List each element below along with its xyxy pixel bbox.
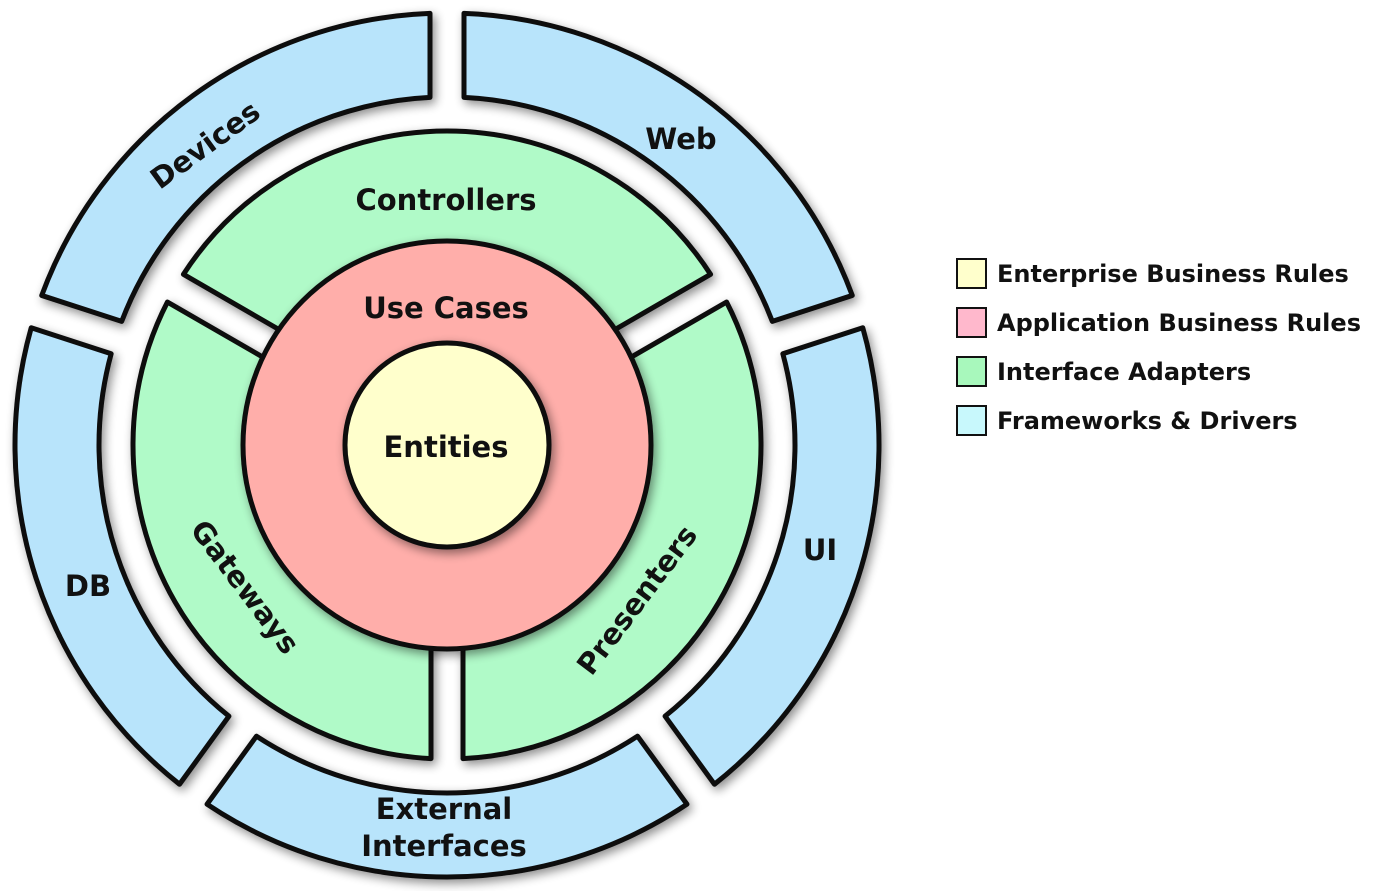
legend-swatch-application bbox=[956, 307, 987, 338]
db-label: DB bbox=[65, 569, 111, 603]
web-label: Web bbox=[645, 122, 716, 156]
external-interfaces-segment bbox=[204, 733, 690, 880]
legend-item-application-business-rules: Application Business Rules bbox=[956, 298, 1361, 347]
entities-circle bbox=[342, 340, 552, 550]
frameworks-drivers-ring bbox=[12, 10, 882, 880]
legend-swatch-frameworks bbox=[956, 405, 987, 436]
legend-label-application: Application Business Rules bbox=[997, 308, 1361, 337]
legend: Enterprise Business Rules Application Bu… bbox=[956, 249, 1361, 445]
controllers-label: Controllers bbox=[355, 183, 536, 217]
entities-label: Entities bbox=[384, 430, 509, 464]
interface-adapters-ring bbox=[130, 128, 764, 762]
legend-label-enterprise: Enterprise Business Rules bbox=[997, 259, 1349, 288]
legend-item-interface-adapters: Interface Adapters bbox=[956, 347, 1361, 396]
web-segment bbox=[461, 10, 855, 324]
external-interfaces-label-line2: Interfaces bbox=[361, 829, 527, 863]
devices-segment bbox=[39, 10, 433, 324]
external-interfaces-label-line1: External bbox=[376, 792, 513, 826]
legend-swatch-adapters bbox=[956, 356, 987, 387]
legend-label-adapters: Interface Adapters bbox=[997, 357, 1252, 386]
ui-segment bbox=[662, 325, 882, 787]
legend-label-frameworks: Frameworks & Drivers bbox=[997, 406, 1298, 435]
ui-label: UI bbox=[803, 533, 837, 567]
use-cases-label: Use Cases bbox=[363, 291, 529, 325]
legend-item-frameworks-drivers: Frameworks & Drivers bbox=[956, 396, 1361, 445]
legend-swatch-enterprise bbox=[956, 258, 987, 289]
legend-item-enterprise-business-rules: Enterprise Business Rules bbox=[956, 249, 1361, 298]
db-segment bbox=[12, 325, 232, 787]
